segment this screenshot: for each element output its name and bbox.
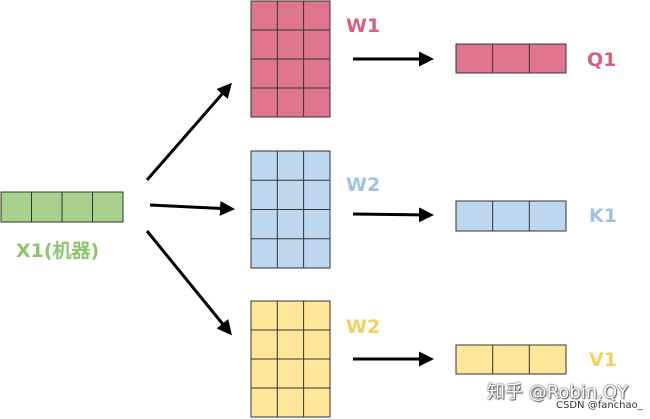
- arrow-input-to-w1: [145, 82, 232, 181]
- input-label: X1(机器): [16, 240, 100, 262]
- w1-label: W1: [346, 15, 381, 37]
- arrow-input-to-w2-key: [149, 200, 235, 216]
- weight-matrix-w2-key: [250, 150, 331, 269]
- weight-matrix-w2-value: [250, 300, 331, 418]
- watermark-csdn: CSDN @fanchao_: [556, 400, 643, 411]
- input-vector-x1: [0, 191, 124, 223]
- arrow-w2-to-k1: [352, 207, 434, 223]
- w2-key-label: W2: [346, 174, 381, 196]
- arrow-input-to-w2-value: [145, 230, 232, 336]
- q1-label: Q1: [587, 49, 617, 71]
- watermark-zhihu: 知乎 @Robin.QY: [487, 382, 629, 403]
- v1-label: V1: [589, 349, 617, 371]
- output-vector-q1: [455, 43, 567, 74]
- k1-label: K1: [589, 205, 617, 227]
- output-vector-k1: [455, 200, 567, 232]
- output-vector-v1: [455, 344, 567, 375]
- w2-value-label: W2: [346, 316, 381, 338]
- weight-matrix-w1: [250, 0, 331, 118]
